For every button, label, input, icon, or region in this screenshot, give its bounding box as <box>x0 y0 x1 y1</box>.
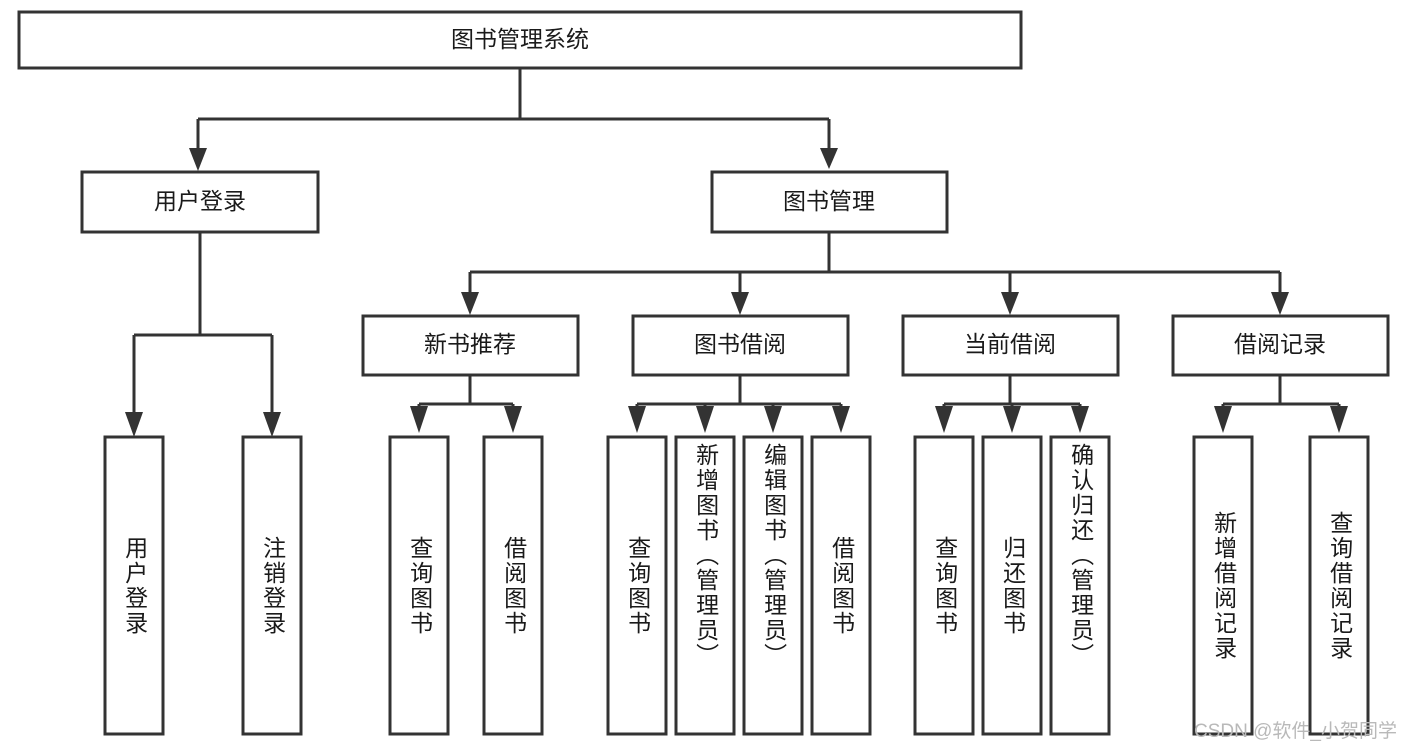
arrow-head-icon <box>410 406 428 433</box>
connector-user-login-to-leaves <box>125 232 281 437</box>
node-leaf-query-book-1-label: 查询图书 <box>406 535 433 636</box>
node-borrow-record[interactable]: 借阅记录 <box>1171 314 1390 377</box>
leaf-label-wrap-edit-book: 编辑图书（管理员） <box>744 443 802 734</box>
arrow-head-icon <box>696 406 714 433</box>
leaf-label-wrap-return-book: 归还图书 <box>983 437 1041 734</box>
connector-current-borrow-to-leaves <box>935 375 1089 433</box>
leaf-label-wrap-query-book-3: 查询图书 <box>915 437 973 734</box>
leaf-label-wrap-query-book-2: 查询图书 <box>608 437 666 734</box>
arrow-head-icon <box>820 148 838 169</box>
node-leaf-confirm-return-label: 确认归还（管理员） <box>1067 443 1094 668</box>
node-leaf-confirm-return[interactable] <box>1049 435 1111 736</box>
leaf-label-wrap-borrow-book-1: 借阅图书 <box>484 437 542 734</box>
node-new-book-recommend-label: 新书推荐 <box>424 331 516 357</box>
arrow-head-icon <box>1271 292 1289 315</box>
node-leaf-query-book-2[interactable] <box>606 435 668 736</box>
connector-root-to-level2 <box>189 68 838 171</box>
node-leaf-add-book-label: 新增图书（管理员） <box>692 443 719 668</box>
node-book-borrow[interactable]: 图书借阅 <box>631 314 850 377</box>
arrow-head-icon <box>764 406 782 433</box>
arrow-head-icon <box>504 406 522 433</box>
node-book-manage-label: 图书管理 <box>783 188 875 214</box>
node-borrow-record-label: 借阅记录 <box>1234 331 1326 357</box>
node-leaf-borrow-book-1[interactable] <box>482 435 544 736</box>
node-leaf-query-book-2-label: 查询图书 <box>624 535 651 636</box>
leaf-label-wrap-borrow-book-2: 借阅图书 <box>812 437 870 734</box>
node-leaf-user-login-label: 用户登录 <box>121 535 148 636</box>
node-leaf-logout-label: 注销登录 <box>259 535 286 636</box>
connector-borrow-record-to-leaves <box>1214 375 1348 433</box>
node-book-borrow-label: 图书借阅 <box>694 331 786 357</box>
connector-book-borrow-to-leaves <box>628 375 850 433</box>
arrow-head-icon <box>1071 406 1089 433</box>
arrow-head-icon <box>935 406 953 433</box>
leaf-label-wrap-query-book-1: 查询图书 <box>390 437 448 734</box>
node-leaf-logout[interactable] <box>241 435 303 736</box>
node-leaf-borrow-book-2[interactable] <box>810 435 872 736</box>
arrow-head-icon <box>125 412 143 437</box>
node-root-label: 图书管理系统 <box>451 26 589 52</box>
node-leaf-borrow-book-1-label: 借阅图书 <box>500 535 527 636</box>
arrow-head-icon <box>189 148 207 171</box>
arrow-head-icon <box>1003 406 1021 433</box>
connector-book-manage-to-level3 <box>461 232 1289 315</box>
node-leaf-edit-book[interactable] <box>742 435 804 736</box>
arrow-head-icon <box>628 406 646 433</box>
node-leaf-borrow-book-2-label: 借阅图书 <box>828 535 855 636</box>
node-current-borrow[interactable]: 当前借阅 <box>901 314 1120 377</box>
watermark-text: CSDN @软件_小贺同学 <box>1194 721 1397 742</box>
leaf-label-wrap-add-book: 新增图书（管理员） <box>676 443 734 734</box>
leaf-label-wrap-query-record: 查询借阅记录 <box>1310 437 1368 734</box>
connector-new-book-recommend-to-leaves <box>410 375 522 433</box>
arrow-head-icon <box>461 292 479 315</box>
node-leaf-add-record-label: 新增借阅记录 <box>1210 510 1237 661</box>
node-leaf-add-record[interactable] <box>1192 435 1254 736</box>
arrow-head-icon <box>1001 292 1019 315</box>
node-leaf-edit-book-label: 编辑图书（管理员） <box>760 443 787 668</box>
node-leaf-return-book[interactable] <box>981 435 1043 736</box>
leaf-label-wrap-user-login: 用户登录 <box>105 437 163 734</box>
arrow-head-icon <box>731 292 749 315</box>
node-leaf-add-book[interactable] <box>674 435 736 736</box>
leaf-label-wrap-confirm-return: 确认归还（管理员） <box>1051 443 1109 734</box>
arrow-head-icon <box>263 412 281 437</box>
leaf-label-wrap-add-record: 新增借阅记录 <box>1194 437 1252 734</box>
arrow-head-icon <box>1330 406 1348 433</box>
node-user-login[interactable]: 用户登录 <box>80 170 320 234</box>
node-leaf-user-login[interactable] <box>103 435 165 736</box>
node-leaf-query-record-label: 查询借阅记录 <box>1326 510 1353 661</box>
node-current-borrow-label: 当前借阅 <box>964 331 1056 357</box>
node-leaf-query-book-3-label: 查询图书 <box>931 535 958 636</box>
leaf-label-wrap-logout: 注销登录 <box>243 437 301 734</box>
node-leaf-query-record[interactable] <box>1308 435 1370 736</box>
node-new-book-recommend[interactable]: 新书推荐 <box>361 314 580 377</box>
node-leaf-return-book-label: 归还图书 <box>999 535 1026 636</box>
node-leaf-query-book-3[interactable] <box>913 435 975 736</box>
leaf-boxes <box>103 435 1370 736</box>
node-book-manage[interactable]: 图书管理 <box>710 170 949 234</box>
arrow-head-icon <box>832 406 850 433</box>
node-user-login-label: 用户登录 <box>154 188 246 214</box>
node-leaf-query-book-1[interactable] <box>388 435 450 736</box>
arrow-head-icon <box>1214 406 1232 433</box>
node-root[interactable]: 图书管理系统 <box>17 10 1023 70</box>
